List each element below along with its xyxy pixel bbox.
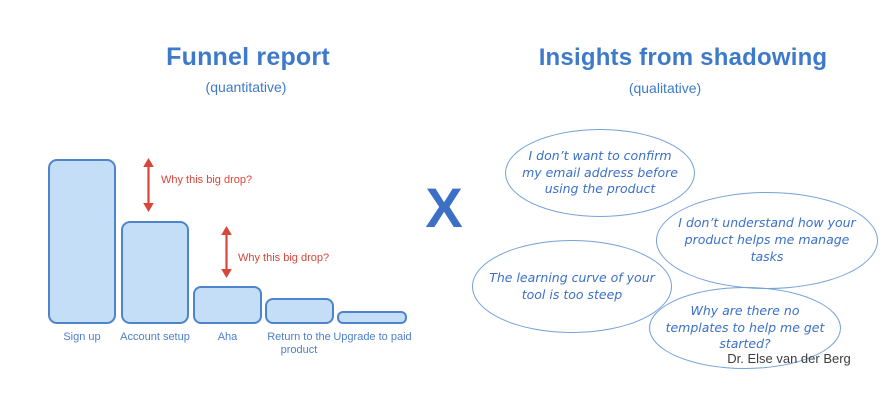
drop-question-2: Why this big drop? xyxy=(238,252,330,264)
bar-label-return: Return to the product xyxy=(267,331,331,357)
funnel-bar-return xyxy=(265,298,334,324)
funnel-bar-aha xyxy=(193,286,262,324)
insight-bubble-text: I don’t want to confirm my email address… xyxy=(522,147,678,197)
insights-title: Insights from shadowing xyxy=(538,44,828,71)
bar-label-account-setup: Account setup xyxy=(120,331,190,343)
double-arrow-icon xyxy=(219,226,234,283)
insights-subtitle: (qualitative) xyxy=(628,80,702,96)
insight-bubble-confirm-email: I don’t want to confirm my email address… xyxy=(505,129,695,217)
funnel-title: Funnel report xyxy=(166,43,330,71)
double-arrow-icon xyxy=(141,158,156,217)
funnel-bar-upgrade xyxy=(337,311,407,324)
insight-bubble-text: I don’t understand how your product help… xyxy=(678,215,856,264)
funnel-bar-signup xyxy=(48,159,116,324)
multiply-symbol: X xyxy=(425,176,463,239)
bar-label-aha: Aha xyxy=(217,331,238,343)
insight-bubble-no-templates: Why are there no templates to help me ge… xyxy=(649,287,841,369)
insight-bubble-understand-product: I don’t understand how your product help… xyxy=(656,192,878,289)
bar-label-signup: Sign up xyxy=(63,331,101,343)
insight-bubble-text: Why are there no templates to help me ge… xyxy=(665,302,825,352)
insight-bubble-learning-curve: The learning curve of your tool is too s… xyxy=(472,240,672,333)
drop-question-1: Why this big drop? xyxy=(161,174,253,186)
funnel-subtitle: (quantitative) xyxy=(205,79,287,95)
bar-label-upgrade: Upgrade to paid xyxy=(333,331,412,343)
funnel-bar-account-setup xyxy=(121,221,189,324)
insight-bubble-text: The learning curve of your tool is too s… xyxy=(489,269,655,302)
attribution-text: Dr. Else van der Berg xyxy=(727,351,851,366)
